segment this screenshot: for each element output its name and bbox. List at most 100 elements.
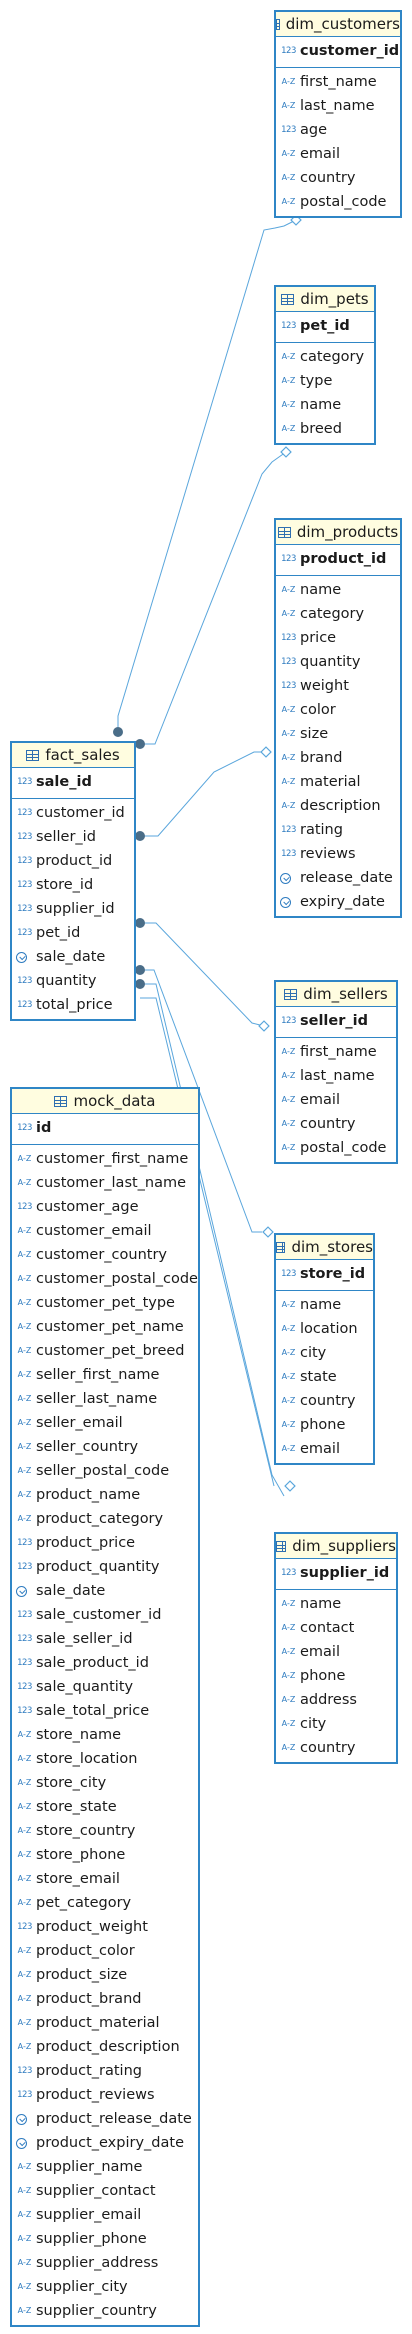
table-header[interactable]: dim_sellers	[276, 982, 396, 1007]
table-header[interactable]: dim_suppliers	[276, 1534, 396, 1559]
table-header[interactable]: mock_data	[12, 1089, 198, 1114]
table-column[interactable]: product_release_date	[12, 2107, 198, 2131]
table-column[interactable]: sale_date	[12, 945, 134, 969]
table-header[interactable]: dim_customers	[276, 12, 400, 37]
table-header[interactable]: dim_pets	[276, 287, 374, 312]
table-column[interactable]: sale_date	[12, 1579, 198, 1603]
table-header[interactable]: fact_sales	[12, 743, 134, 768]
table-column[interactable]: expiry_date	[276, 890, 400, 914]
table-column[interactable]: release_date	[276, 866, 400, 890]
